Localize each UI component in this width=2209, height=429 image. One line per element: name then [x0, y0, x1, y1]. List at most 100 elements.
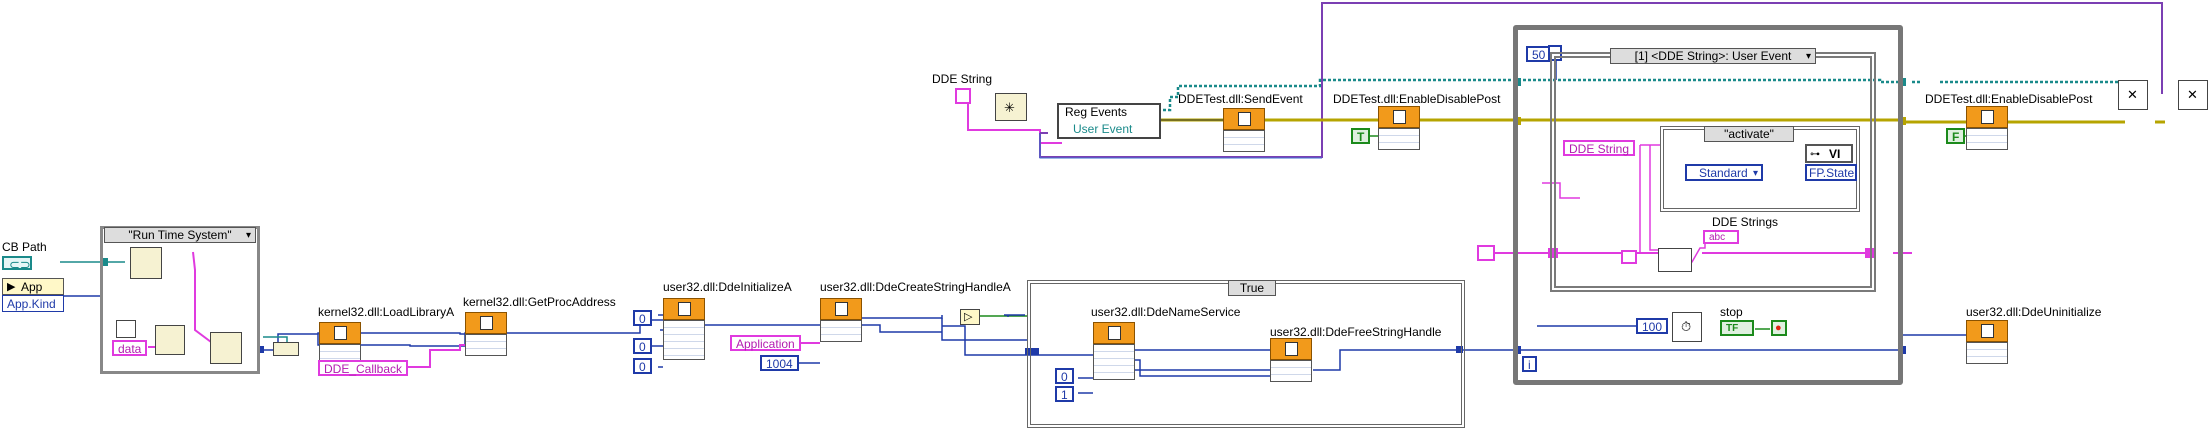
enable-disable-1-label: DDETest.dll:EnableDisablePost — [1333, 92, 1501, 106]
shift-register-constant — [1621, 250, 1637, 264]
dde-free-string-label: user32.dll:DdeFreeStringHandle — [1270, 325, 1442, 339]
fifty-constant[interactable]: 50 — [1526, 46, 1552, 62]
user-event-label: User Event — [1073, 122, 1133, 136]
case-selector-label: "activate" — [1724, 127, 1774, 141]
stop-sign-icon: ● — [1775, 322, 1782, 334]
refnum-wire — [1158, 78, 1906, 112]
one-constant[interactable]: 1 — [1055, 386, 1074, 402]
dde-string-label: DDE String — [932, 72, 993, 86]
close-icon: ✕ — [2187, 87, 2198, 102]
numeric-wire — [860, 324, 942, 333]
while-loop[interactable] — [1513, 25, 1903, 385]
build-path-icon-2 — [210, 332, 242, 364]
build-path-icon — [155, 325, 185, 355]
zero-constant[interactable]: 0 — [1055, 368, 1074, 384]
data-string-constant[interactable]: data — [112, 340, 148, 356]
case-selector[interactable]: True — [1228, 280, 1276, 296]
send-event-node[interactable] — [1223, 108, 1265, 152]
dde-initialize-node[interactable] — [663, 298, 705, 360]
app-kind-label: App.Kind — [7, 297, 56, 311]
stop-button-terminal[interactable]: TF — [1720, 320, 1754, 336]
strip-path-icon — [130, 247, 162, 279]
fp-state-property[interactable]: FP.State — [1805, 164, 1857, 181]
stop-condition-icon: ● — [1771, 320, 1787, 336]
path-icon: ⊂⊃ — [9, 257, 31, 272]
enable-disable-2-label: DDETest.dll:EnableDisablePost — [1925, 92, 2093, 106]
dde-free-string-node[interactable] — [1270, 338, 1312, 382]
get-proc-address-label: kernel32.dll:GetProcAddress — [463, 295, 616, 309]
destroy-user-event-icon: ✕ — [2178, 80, 2208, 110]
app-property-node[interactable]: ▶ App — [2, 278, 64, 295]
loop-iteration-terminal: i — [1522, 356, 1537, 372]
dde-callback-constant[interactable]: DDE_Callback — [318, 360, 409, 376]
enable-disable-2-node[interactable] — [1966, 106, 2008, 150]
not-equal-zero-icon: ▷ — [960, 309, 980, 325]
tunnel — [100, 258, 108, 266]
app-kind-property[interactable]: App.Kind — [2, 295, 64, 312]
dde-name-service-node[interactable] — [1093, 322, 1135, 380]
stop-label: stop — [1720, 305, 1743, 319]
dde-strings-indicator[interactable]: abc — [1703, 230, 1739, 244]
zero-constant[interactable]: 0 — [633, 310, 652, 326]
dropdown-arrow-icon: ▾ — [1753, 168, 1759, 179]
unregister-events-icon: ✕ — [2118, 80, 2148, 110]
tunnel — [257, 346, 264, 353]
empty-array-constant[interactable] — [1477, 245, 1495, 261]
num-1004-constant[interactable]: 1004 — [760, 355, 799, 371]
case-selector[interactable]: "Run Time System" ▾ — [104, 227, 256, 243]
event-selector[interactable]: [1] <DDE String>: User Event ▾ — [1610, 48, 1816, 64]
create-user-event-icon: ✳ — [995, 93, 1027, 121]
fp-state-label: FP.State — [1809, 166, 1855, 180]
folder-icon — [116, 320, 136, 338]
case-selector[interactable]: "activate" — [1704, 126, 1794, 142]
zero-constant[interactable]: 0 — [633, 338, 652, 354]
string-wire — [967, 95, 1062, 144]
dde-create-string-label: user32.dll:DdeCreateStringHandleA — [820, 280, 1011, 294]
standard-label: Standard — [1699, 166, 1748, 180]
send-event-label: DDETest.dll:SendEvent — [1178, 92, 1303, 106]
dde-string-event-data: DDE String — [1563, 140, 1635, 156]
enable-disable-1-node[interactable] — [1378, 106, 1420, 150]
numeric-wire — [942, 325, 1027, 356]
get-proc-address-node[interactable] — [465, 312, 507, 356]
dde-create-string-node[interactable] — [820, 298, 862, 342]
tunnel — [1032, 348, 1039, 355]
zero-constant[interactable]: 0 — [633, 358, 652, 374]
standard-enum[interactable]: Standard ▾ — [1685, 164, 1763, 181]
reg-events-label: Reg Events — [1065, 105, 1128, 119]
false-bool-constant[interactable]: F — [1946, 128, 1966, 144]
app-node-label: App — [21, 280, 43, 294]
numeric-wire — [941, 318, 1027, 341]
dde-string-user-event-constant[interactable] — [955, 88, 971, 104]
abc-label: abc — [1709, 232, 1726, 243]
dde-initialize-label: user32.dll:DdeInitializeA — [663, 280, 792, 294]
dropdown-arrow-icon: ▾ — [1805, 51, 1811, 62]
cb-path-control[interactable]: ⊂⊃ — [2, 256, 32, 272]
key-icon: ⊶ — [1810, 149, 1820, 160]
dropdown-arrow-icon: ▾ — [245, 230, 251, 241]
metronome-icon: ⏱ — [1681, 319, 1692, 334]
case-selector-label: True — [1239, 281, 1265, 295]
string-wire — [192, 251, 216, 346]
compare-icon: ▷ — [964, 311, 973, 323]
case-selector-label: "Run Time System" — [128, 228, 232, 242]
close-icon: ✕ — [2127, 87, 2138, 102]
event-wire — [1039, 133, 1322, 159]
dde-strings-label: DDE Strings — [1712, 215, 1779, 229]
event-selector-label: [1] <DDE String>: User Event — [1634, 49, 1792, 63]
reg-events-node[interactable] — [1057, 103, 1161, 139]
build-array-icon — [1658, 248, 1692, 272]
string-wire — [1649, 145, 1658, 251]
wait-ms-icon: ⏱ — [1672, 312, 1702, 342]
hundred-constant[interactable]: 100 — [1636, 318, 1669, 334]
dde-uninitialize-label: user32.dll:DdeUninitialize — [1966, 305, 2102, 319]
path-to-string-icon — [273, 342, 299, 356]
load-library-label: kernel32.dll:LoadLibraryA — [318, 305, 455, 319]
dde-uninitialize-node[interactable] — [1966, 320, 2008, 364]
application-constant[interactable]: Application — [730, 335, 801, 351]
vi-reference-constant[interactable]: ⊶ VI — [1805, 144, 1853, 163]
numeric-wire — [860, 315, 943, 319]
tunnel — [1456, 346, 1463, 353]
true-bool-constant[interactable]: T — [1351, 128, 1371, 144]
